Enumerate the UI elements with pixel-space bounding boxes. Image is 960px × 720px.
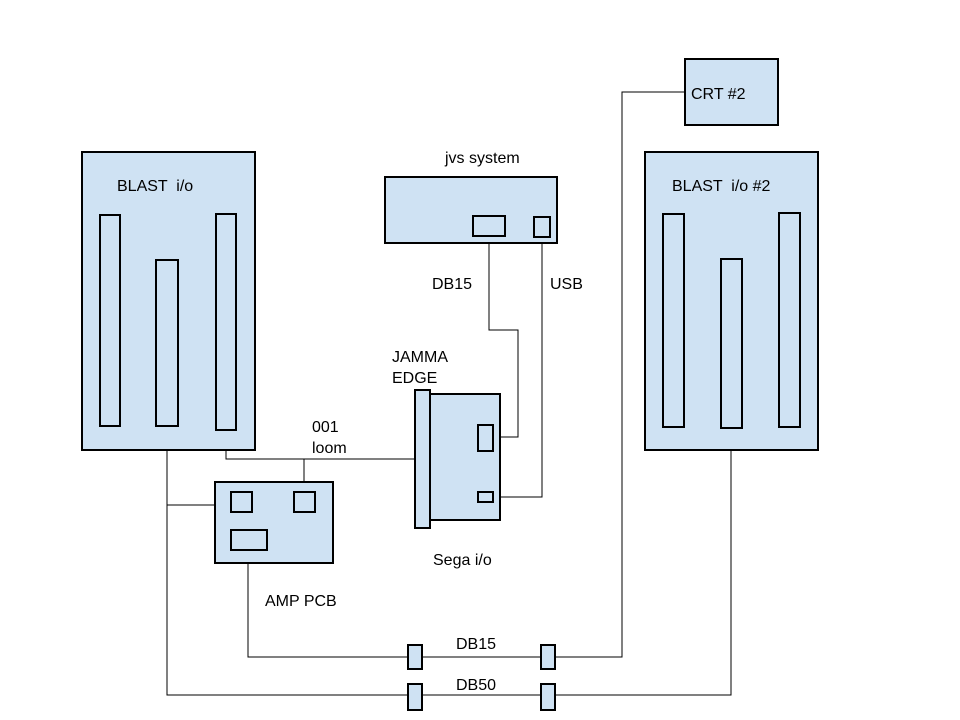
blast-io-2-slot-right bbox=[778, 212, 801, 428]
sega-io-db15-port bbox=[477, 424, 494, 452]
jvs-system-box bbox=[384, 176, 558, 244]
db15-top-label: DB15 bbox=[432, 276, 472, 293]
sega-io-label: Sega i/o bbox=[433, 552, 492, 569]
jamma-edge-label-line1: JAMMA bbox=[392, 349, 448, 366]
crt-2-label: CRT #2 bbox=[691, 86, 746, 103]
wire-db15-to-crt bbox=[555, 91, 685, 658]
jamma-edge-label-line2: EDGE bbox=[392, 370, 437, 387]
wire-jvs-usb bbox=[493, 237, 543, 498]
blast-io-2-slot-left bbox=[662, 213, 685, 428]
usb-label: USB bbox=[550, 276, 583, 293]
amp-pcb-connector-left bbox=[230, 491, 253, 513]
blast-io-slot-left bbox=[99, 214, 121, 427]
loom-label-line2: loom bbox=[312, 440, 347, 457]
jamma-edge-connector bbox=[414, 389, 431, 529]
blast-io-2-slot-middle bbox=[720, 258, 743, 429]
wire-db50-to-blast2 bbox=[555, 428, 732, 696]
blast-io-label: BLAST i/o bbox=[117, 178, 193, 195]
db15-connector-right bbox=[540, 644, 556, 670]
amp-pcb: AMP PCB bbox=[214, 481, 337, 610]
db15-inline-connectors: DB15 bbox=[407, 636, 556, 670]
db50-label: DB50 bbox=[456, 677, 496, 694]
sega-io: Sega i/o bbox=[414, 389, 501, 569]
jvs-db15-port bbox=[472, 215, 506, 237]
blast-io-2-label: BLAST i/o #2 bbox=[672, 178, 771, 195]
jvs-system-label: jvs system bbox=[444, 150, 520, 167]
jvs-usb-port bbox=[533, 216, 551, 238]
blast-io-slot-right bbox=[215, 213, 237, 431]
crt-2-box bbox=[684, 58, 779, 126]
amp-pcb-connector-right bbox=[293, 491, 316, 513]
db50-inline-connectors: DB50 bbox=[407, 677, 556, 711]
loom-label-line1: 001 bbox=[312, 419, 339, 436]
db15-connector-left bbox=[407, 644, 423, 670]
db15-bottom-label: DB15 bbox=[456, 636, 496, 653]
amp-pcb-connector-bottom bbox=[230, 529, 268, 551]
db50-connector-left bbox=[407, 683, 423, 711]
blast-io-slot-middle bbox=[155, 259, 179, 427]
jvs-system: jvs system bbox=[384, 150, 558, 244]
wire-amp-to-db15 bbox=[247, 550, 408, 658]
blast-io-2: BLAST i/o #2 bbox=[644, 151, 819, 451]
sega-io-usb-port bbox=[477, 491, 494, 503]
wire-blast-to-db50 bbox=[166, 505, 408, 696]
crt-2: CRT #2 bbox=[684, 58, 779, 126]
db50-connector-right bbox=[540, 683, 556, 711]
amp-pcb-label: AMP PCB bbox=[265, 593, 337, 610]
blast-io: BLAST i/o bbox=[81, 151, 256, 451]
wire-jvs-db15 bbox=[488, 236, 519, 438]
